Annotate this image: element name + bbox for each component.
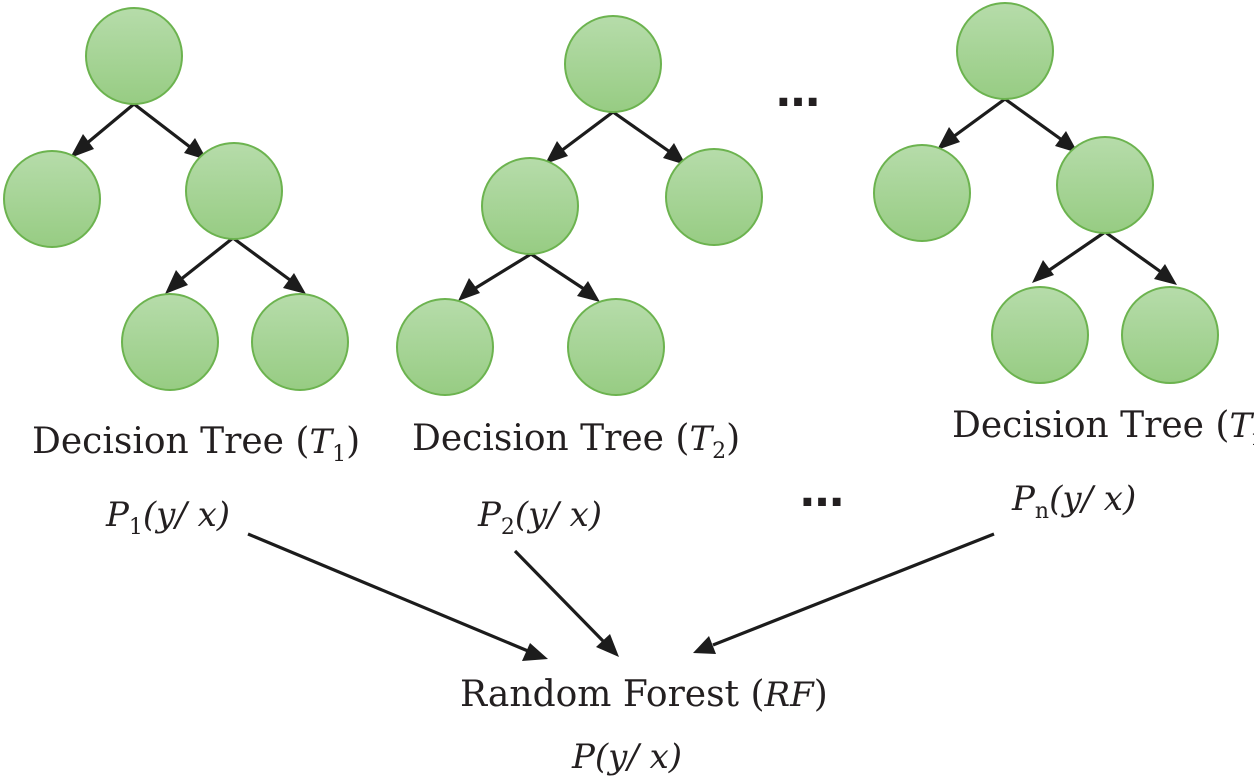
arrowhead-t1-root-right <box>184 138 207 160</box>
arrowhead-tn-root-left <box>937 127 960 150</box>
edge-t1-root-left <box>84 102 136 146</box>
arrow-pn-to-forest <box>712 532 995 647</box>
arrow-p2-to-forest <box>513 549 606 644</box>
tree1-left-leaf-node <box>3 150 101 248</box>
treen-bottom-right-leaf-node <box>1121 286 1219 384</box>
arrowhead-t1-mid-left <box>165 270 188 294</box>
edge-t2-root-right <box>612 110 671 154</box>
edge-t2-root-left <box>560 110 614 153</box>
tree1-probability: P1(y/ x) <box>105 495 230 540</box>
edge-t2-mid-right <box>530 252 585 291</box>
ellipsis-probabilities: … <box>800 466 844 517</box>
treen-right-internal-node <box>1056 136 1154 234</box>
arrowhead-tn-mid-right <box>1154 264 1177 285</box>
tree2-caption: Decision Tree (T2) <box>412 418 740 464</box>
edge-tn-root-right <box>1004 97 1063 142</box>
edge-t1-mid-left <box>179 236 234 282</box>
arrowhead-p1-to-forest <box>522 643 548 661</box>
arrowhead-t1-mid-right <box>283 273 306 294</box>
tree2-right-leaf-node <box>665 148 763 246</box>
random-forest-probability: P(y/ x) <box>571 737 682 777</box>
aggregation-arrows <box>247 532 995 661</box>
tree2-probability: P2(y/ x) <box>477 495 602 540</box>
edge-t2-mid-left <box>473 252 532 291</box>
random-forest-caption: Random Forest (RF) <box>460 674 828 715</box>
arrowhead-p2-to-forest <box>596 634 619 657</box>
tree2-root-node <box>564 15 662 113</box>
treen-root-node <box>956 2 1054 100</box>
decision-tree-1: Decision Tree (T1) P1(y/ x) <box>3 7 360 540</box>
decision-tree-2: Decision Tree (T2) P2(y/ x) <box>396 15 763 540</box>
decision-tree-n: Decision Tree (Tn) Pn(y/ x) <box>873 2 1254 524</box>
arrow-p1-to-forest <box>247 532 529 653</box>
treen-left-leaf-node <box>873 144 971 242</box>
tree1-right-internal-node <box>185 142 283 240</box>
tree1-bottom-left-leaf-node <box>121 293 219 391</box>
tree1-root-node <box>85 7 183 105</box>
treen-caption: Decision Tree (Tn) <box>952 405 1254 451</box>
edge-tn-mid-right <box>1104 230 1162 274</box>
edge-tn-root-left <box>952 97 1006 139</box>
tree1-bottom-right-leaf-node <box>251 293 349 391</box>
arrowhead-t2-root-left <box>545 141 568 164</box>
tree2-bottom-right-leaf-node <box>567 298 665 396</box>
tree1-caption: Decision Tree (T1) <box>32 421 360 467</box>
ellipsis-trees: … <box>776 66 820 117</box>
tree2-bottom-left-leaf-node <box>396 298 494 396</box>
arrowhead-t1-root-left <box>70 134 94 158</box>
arrowhead-tn-mid-left <box>1032 260 1054 283</box>
treen-bottom-left-leaf-node <box>991 286 1089 384</box>
arrowhead-pn-to-forest <box>693 636 716 654</box>
edge-tn-mid-left <box>1047 230 1106 273</box>
arrowhead-t2-mid-left <box>458 278 480 301</box>
arrowhead-t2-root-right <box>663 143 686 165</box>
arrowhead-tn-root-right <box>1055 131 1078 153</box>
edge-t1-mid-right <box>232 236 291 282</box>
edge-t1-root-right <box>133 102 191 149</box>
arrowhead-t2-mid-right <box>577 281 600 302</box>
tree2-left-internal-node <box>481 157 579 255</box>
treen-probability: Pn(y/ x) <box>1011 479 1136 524</box>
